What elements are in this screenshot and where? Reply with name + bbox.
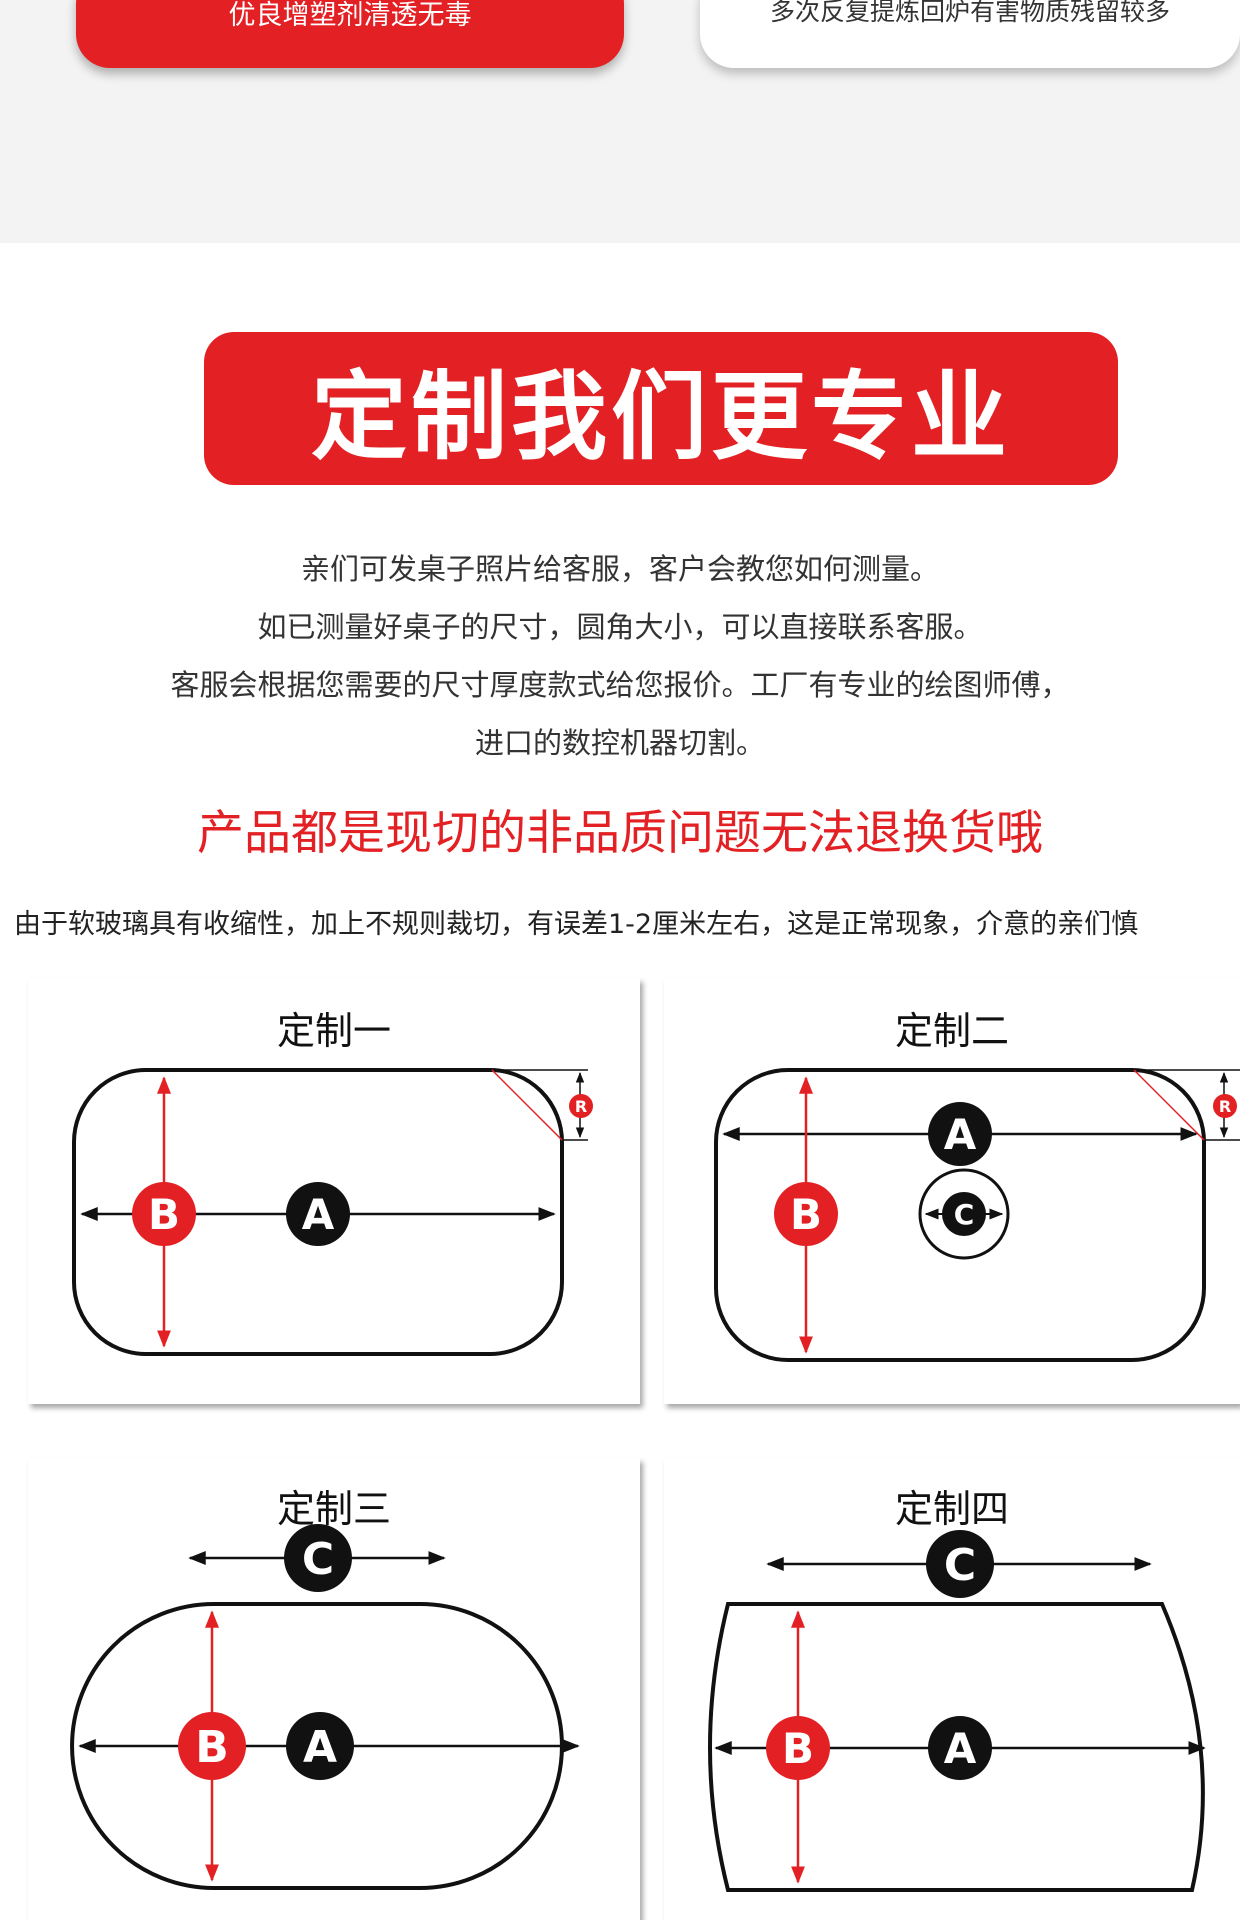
no-return-notice: 产品都是现切的非品质问题无法退换货哦 xyxy=(197,806,1043,861)
rounded-rectangle-hole-diagram: R A B C xyxy=(714,1068,1240,1362)
width-marker: B xyxy=(148,1190,180,1239)
length-marker: A xyxy=(303,1722,337,1773)
section-heading-text: 定制我们更专业 xyxy=(311,361,1011,473)
quality-pill-good: 优良增塑剂清透无毒 xyxy=(76,0,624,68)
section-heading-banner: 定制我们更专业 xyxy=(204,332,1118,485)
length-marker: A xyxy=(944,1110,977,1159)
barrel-diagram: C B A xyxy=(708,1530,1206,1892)
tolerance-disclaimer: 由于软玻璃具有收缩性，加上不规则裁切，有误差1-2厘米左右，这是正常现象，介意的… xyxy=(14,909,1139,940)
diagram-title: 定制四 xyxy=(894,1487,1009,1531)
comparison-band: 优良增塑剂清透无毒 多次反复提炼回炉有害物质残留较多 xyxy=(0,0,1240,243)
length-marker: A xyxy=(944,1724,977,1773)
hole-marker: C xyxy=(954,1198,975,1231)
custom-shape-card-1: 定制一 R B A xyxy=(28,978,640,1404)
stadium-diagram: C B A xyxy=(70,1524,580,1890)
intro-text: 亲们可发桌子照片给客服，客户会教您如何测量。 如已测量好桌子的尺寸，圆角大小，可… xyxy=(0,540,1240,772)
custom-shape-card-4: 定制四 C B A xyxy=(664,1458,1240,1920)
diagram-title: 定制一 xyxy=(276,1009,391,1053)
quality-pill-good-label: 优良增塑剂清透无毒 xyxy=(228,0,472,31)
quality-pill-bad: 多次反复提炼回炉有害物质残留较多 xyxy=(700,0,1240,68)
intro-line: 进口的数控机器切割。 xyxy=(474,726,765,760)
custom-shape-card-2: 定制二 R A B C xyxy=(664,978,1240,1404)
quality-pill-bad-label: 多次反复提炼回炉有害物质残留较多 xyxy=(769,0,1170,26)
radius-marker: R xyxy=(1219,1097,1231,1116)
diagram-title: 定制三 xyxy=(276,1487,391,1531)
straight-edge-marker: C xyxy=(944,1540,976,1591)
intro-line: 亲们可发桌子照片给客服，客户会教您如何测量。 xyxy=(300,552,939,586)
width-marker: B xyxy=(782,1724,814,1773)
length-marker: A xyxy=(302,1190,335,1239)
width-marker: B xyxy=(195,1722,229,1773)
intro-line: 如已测量好桌子的尺寸，圆角大小，可以直接联系客服。 xyxy=(257,610,983,644)
intro-line: 客服会根据您需要的尺寸厚度款式给您报价。工厂有专业的绘图师傅， xyxy=(170,668,1070,702)
width-marker: B xyxy=(790,1190,822,1239)
rounded-rectangle-diagram: R B A xyxy=(72,1068,593,1356)
radius-marker: R xyxy=(575,1097,587,1116)
straight-edge-marker: C xyxy=(302,1534,334,1585)
diagram-title: 定制二 xyxy=(894,1009,1009,1053)
custom-shape-card-3: 定制三 C B A xyxy=(28,1458,640,1920)
